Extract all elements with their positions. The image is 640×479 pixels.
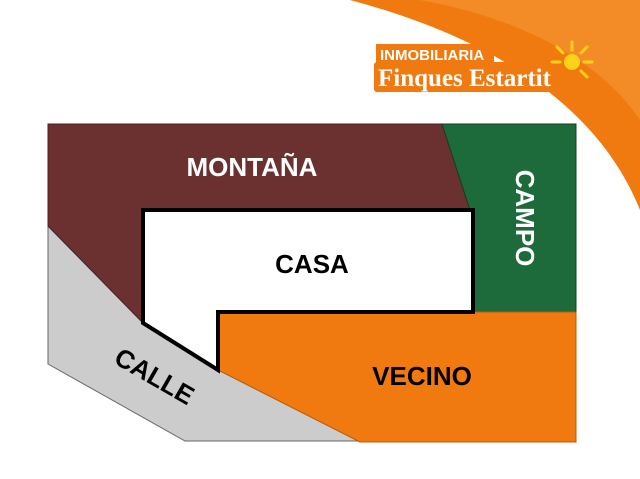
logo-top-text: INMOBILIARIA <box>380 47 484 64</box>
label-montana: MONTAÑA <box>187 152 318 182</box>
corner-swoosh-highlight <box>420 0 640 120</box>
zone-casa <box>141 208 475 374</box>
brand-logo: INMOBILIARIA Finques Estartit <box>374 40 594 92</box>
logo-main-text: Finques Estartit <box>378 65 552 92</box>
label-campo: CAMPO <box>510 170 540 267</box>
logo-top-banner <box>376 44 494 64</box>
label-vecino: VECINO <box>372 361 472 391</box>
label-casa: CASA <box>275 249 349 279</box>
logo-main-banner <box>374 62 574 92</box>
sun-icon <box>550 40 594 79</box>
